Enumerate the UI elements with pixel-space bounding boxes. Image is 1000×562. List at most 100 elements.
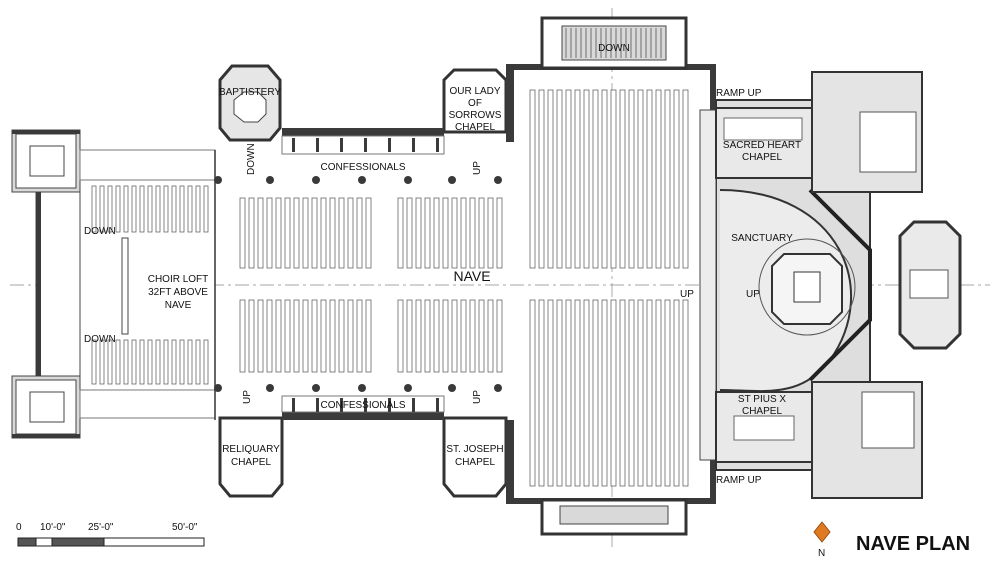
confessional-stall xyxy=(364,398,367,412)
loft-pew xyxy=(171,339,177,385)
label-confessionals-north: CONFESSIONALS xyxy=(320,162,405,173)
loft-pew xyxy=(115,185,121,233)
pew xyxy=(275,299,282,373)
pew xyxy=(311,299,318,373)
pew xyxy=(655,299,662,487)
loft-pew xyxy=(139,339,145,385)
plan-title: NAVE PLAN xyxy=(856,533,970,555)
east-sacristy-rooms xyxy=(811,71,962,499)
loft-pew xyxy=(139,185,145,233)
confessional-stall xyxy=(412,138,415,152)
pew xyxy=(469,299,476,373)
label-up-south-nave: UP xyxy=(472,390,483,404)
confessionals-south xyxy=(281,395,445,420)
column xyxy=(448,384,456,392)
loft-pew xyxy=(147,339,153,385)
pew xyxy=(673,299,680,487)
pew xyxy=(424,299,431,373)
pew xyxy=(556,89,563,269)
confessional-stall xyxy=(292,398,295,412)
loft-pew xyxy=(155,339,161,385)
pew xyxy=(433,197,440,269)
loft-pew xyxy=(187,339,193,385)
pew xyxy=(460,197,467,269)
pew xyxy=(637,89,644,269)
label-our-lady-4: CHAPEL xyxy=(455,122,495,133)
column xyxy=(404,384,412,392)
pew xyxy=(284,197,291,269)
pew xyxy=(293,197,300,269)
label-sacred-heart-2: CHAPEL xyxy=(742,152,782,163)
baptistery-chapel xyxy=(218,64,282,142)
label-down-baptistery: DOWN xyxy=(246,143,257,175)
pew xyxy=(451,299,458,373)
st-joseph-chapel xyxy=(442,416,508,498)
confessional-stall xyxy=(436,138,439,152)
pew xyxy=(338,299,345,373)
confessional-stall xyxy=(316,138,319,152)
pew xyxy=(329,197,336,269)
confessional-stall xyxy=(412,398,415,412)
pew xyxy=(556,299,563,487)
scale-tick-10: 10'-0" xyxy=(40,522,66,533)
column xyxy=(494,384,502,392)
loft-pew xyxy=(123,185,129,233)
nave-pews xyxy=(239,89,689,487)
pew xyxy=(664,299,671,487)
pew xyxy=(406,197,413,269)
label-our-lady-3: SORROWS xyxy=(449,110,502,121)
label-our-lady-1: OUR LADY xyxy=(449,86,500,97)
loft-pew xyxy=(187,185,193,233)
pew xyxy=(302,299,309,373)
pew xyxy=(628,89,635,269)
pew xyxy=(637,299,644,487)
pew xyxy=(565,89,572,269)
loft-pew xyxy=(195,185,201,233)
label-sanctuary: SANCTUARY xyxy=(731,233,793,244)
loft-pew xyxy=(115,339,121,385)
pew xyxy=(442,299,449,373)
north-label: N xyxy=(818,548,825,559)
pew xyxy=(628,299,635,487)
column xyxy=(266,384,274,392)
pew xyxy=(583,89,590,269)
confessional-stall xyxy=(316,398,319,412)
column xyxy=(214,176,222,184)
pew xyxy=(529,89,536,269)
sanctuary-area xyxy=(699,99,872,471)
pew xyxy=(248,299,255,373)
pew xyxy=(356,299,363,373)
scale-tick-25: 25'-0" xyxy=(88,522,114,533)
loft-pew xyxy=(131,185,137,233)
label-up-sanctuary-step: UP xyxy=(680,289,694,300)
pew xyxy=(538,89,545,269)
label-choir-loft-1: CHOIR LOFT xyxy=(148,274,209,285)
loft-pew xyxy=(107,339,113,385)
label-st-pius-2: CHAPEL xyxy=(742,406,782,417)
column xyxy=(448,176,456,184)
confessionals-north xyxy=(281,128,445,155)
pew xyxy=(433,299,440,373)
loft-pew xyxy=(179,185,185,233)
pew xyxy=(601,299,608,487)
confessional-stall xyxy=(388,398,391,412)
pew xyxy=(415,299,422,373)
pew xyxy=(496,299,503,373)
pew xyxy=(529,299,536,487)
pew xyxy=(646,299,653,487)
column xyxy=(312,384,320,392)
label-up-sanctuary-center: UP xyxy=(746,289,760,300)
pew xyxy=(365,299,372,373)
loft-pew xyxy=(203,339,209,385)
loft-pew xyxy=(107,185,113,233)
north-entry-stair xyxy=(540,16,688,70)
confessional-stall xyxy=(340,398,343,412)
pew xyxy=(347,197,354,269)
pew xyxy=(592,89,599,269)
pew xyxy=(469,197,476,269)
pew xyxy=(574,89,581,269)
pew xyxy=(574,299,581,487)
pew xyxy=(619,89,626,269)
pew xyxy=(664,89,671,269)
